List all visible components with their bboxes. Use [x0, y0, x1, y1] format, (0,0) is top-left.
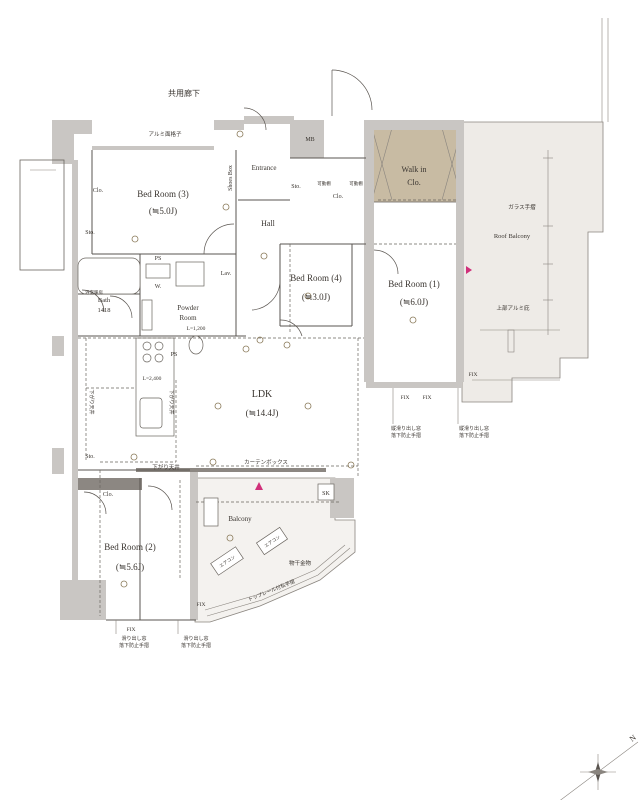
dashed-lines: [78, 199, 456, 616]
window-note-bed1b: 縦滑り出し窓 落下防止手摺: [457, 388, 489, 439]
fix-label-bed1a: FIX: [401, 395, 410, 401]
svg-text:滑り出し窓: 滑り出し窓: [121, 635, 146, 642]
clothes-hanger-note: 物干金物: [289, 559, 312, 567]
svg-text:縦滑り出し窓: 縦滑り出し窓: [391, 425, 421, 432]
hall-closet-label: Clo.: [333, 194, 344, 200]
fix-label-bed1b: FIX: [423, 395, 432, 401]
mb-label: MB: [305, 137, 314, 143]
lowered-ceiling-note-2: 下がり天井: [168, 389, 175, 414]
svg-text:滑り出し窓: 滑り出し窓: [183, 635, 208, 642]
glass-railing-note: ガラス手摺: [508, 203, 536, 211]
door-swings: [81, 69, 399, 515]
fix-label-balcony: FIX: [197, 602, 206, 608]
bed2-closet-label: Clo.: [103, 492, 114, 498]
bed-room-3-size: (≒5.0J): [149, 206, 177, 216]
bed-room-3-label: Bed Room (3): [137, 189, 189, 199]
bed-room-1-size: (≒6.0J): [400, 297, 428, 307]
svg-text:落下防止手摺: 落下防止手摺: [119, 642, 149, 649]
lowered-ceiling-note-3: 下がり天井: [152, 463, 180, 471]
roof-balcony-area: [461, 18, 609, 403]
ps-label-1: PS: [155, 256, 162, 262]
entrance-label: Entrance: [252, 164, 277, 172]
balcony-aircon-units: エアコン エアコン: [210, 526, 289, 576]
bed-room-2-label: Bed Room (2): [104, 542, 156, 552]
balcony-label: Balcony: [228, 515, 252, 523]
aircon-marker: [255, 482, 263, 490]
balcony-unit: [203, 497, 219, 527]
walk-in-closet-label-1: Walk in: [402, 165, 427, 174]
upper-alumi-eave-note: 上部アルミ庇: [497, 304, 530, 312]
length-1200-label: L=1,200: [187, 326, 206, 332]
lavatory-basin: [175, 261, 205, 287]
roof-balcony-label: Roof Balcony: [494, 233, 531, 240]
compass-icon: N: [560, 733, 639, 800]
bed-room-4-size: (≒3.0J): [302, 292, 330, 302]
hall-label: Hall: [261, 219, 276, 228]
stove-icon: [142, 341, 152, 351]
shelf-note-2: 可動棚: [349, 180, 363, 187]
powder-room-label-2: Room: [179, 314, 197, 322]
alumi-railing-note: アルミ面格子: [149, 130, 182, 138]
door-swing-icon: [203, 223, 235, 255]
lowered-ceiling-note-1: 下がり天井: [88, 389, 95, 414]
ldk-storage-label: Sto.: [85, 454, 95, 460]
bath-dryer-note: 浴室暖房: [85, 289, 103, 296]
ceiling-light-icon: [120, 130, 417, 588]
svg-text:N: N: [628, 733, 638, 744]
powder-room-label-1: Powder: [177, 304, 199, 312]
fix-label-bed2: FIX: [127, 627, 136, 633]
bath-label: Bath: [98, 297, 111, 304]
window-note-bed2b: 滑り出し窓 落下防止手摺: [177, 620, 211, 649]
svg-text:落下防止手摺: 落下防止手摺: [181, 642, 211, 649]
shelf-note-1: 可動棚: [317, 180, 331, 187]
curtain-box-note: カーテンボックス: [244, 458, 288, 466]
lavatory-label: Lav.: [221, 271, 232, 277]
corridor-label: 共用廊下: [168, 88, 200, 98]
sk-sink: [317, 483, 335, 501]
sk-label: SK: [322, 491, 330, 497]
aircon-marker-2: [466, 266, 472, 274]
svg-text:落下防止手摺: 落下防止手摺: [391, 432, 421, 439]
toilet-icon: [188, 335, 204, 355]
window-note-bed2a: 滑り出し窓 落下防止手摺: [115, 620, 149, 649]
bed3-closet-label: Clo.: [93, 188, 104, 194]
bath-size-label: 1418: [98, 307, 111, 314]
sink-icon: [139, 397, 163, 429]
ldk-size: (≒14.4J): [246, 408, 279, 418]
walls: [19, 116, 464, 620]
bed3-storage-label: Sto.: [85, 230, 95, 236]
bed-room-2-size: (≒5.6J): [116, 562, 144, 572]
interior-lines: [77, 150, 366, 621]
fix-label-roof: FIX: [469, 372, 478, 378]
shoes-box-label: Shoes Box: [228, 165, 234, 191]
window-note-bed1a: 縦滑り出し窓 落下防止手摺: [391, 388, 421, 439]
ldk-label: LDK: [252, 389, 273, 400]
length-2400-label: L=2,400: [143, 376, 162, 382]
walk-in-closet-label-2: Clo.: [407, 178, 421, 187]
bed-room-4-label: Bed Room (4): [290, 273, 342, 283]
entrance-storage-label: Sto.: [291, 184, 301, 190]
washer-label: W.: [155, 284, 162, 290]
svg-text:縦滑り出し窓: 縦滑り出し窓: [459, 425, 489, 432]
bathtub-icon: [77, 257, 141, 295]
ps-label-2: PS: [171, 352, 178, 358]
bed-room-1-label: Bed Room (1): [388, 279, 440, 289]
svg-text:落下防止手摺: 落下防止手摺: [459, 432, 489, 439]
walk-in-closet-fill: [371, 127, 463, 203]
